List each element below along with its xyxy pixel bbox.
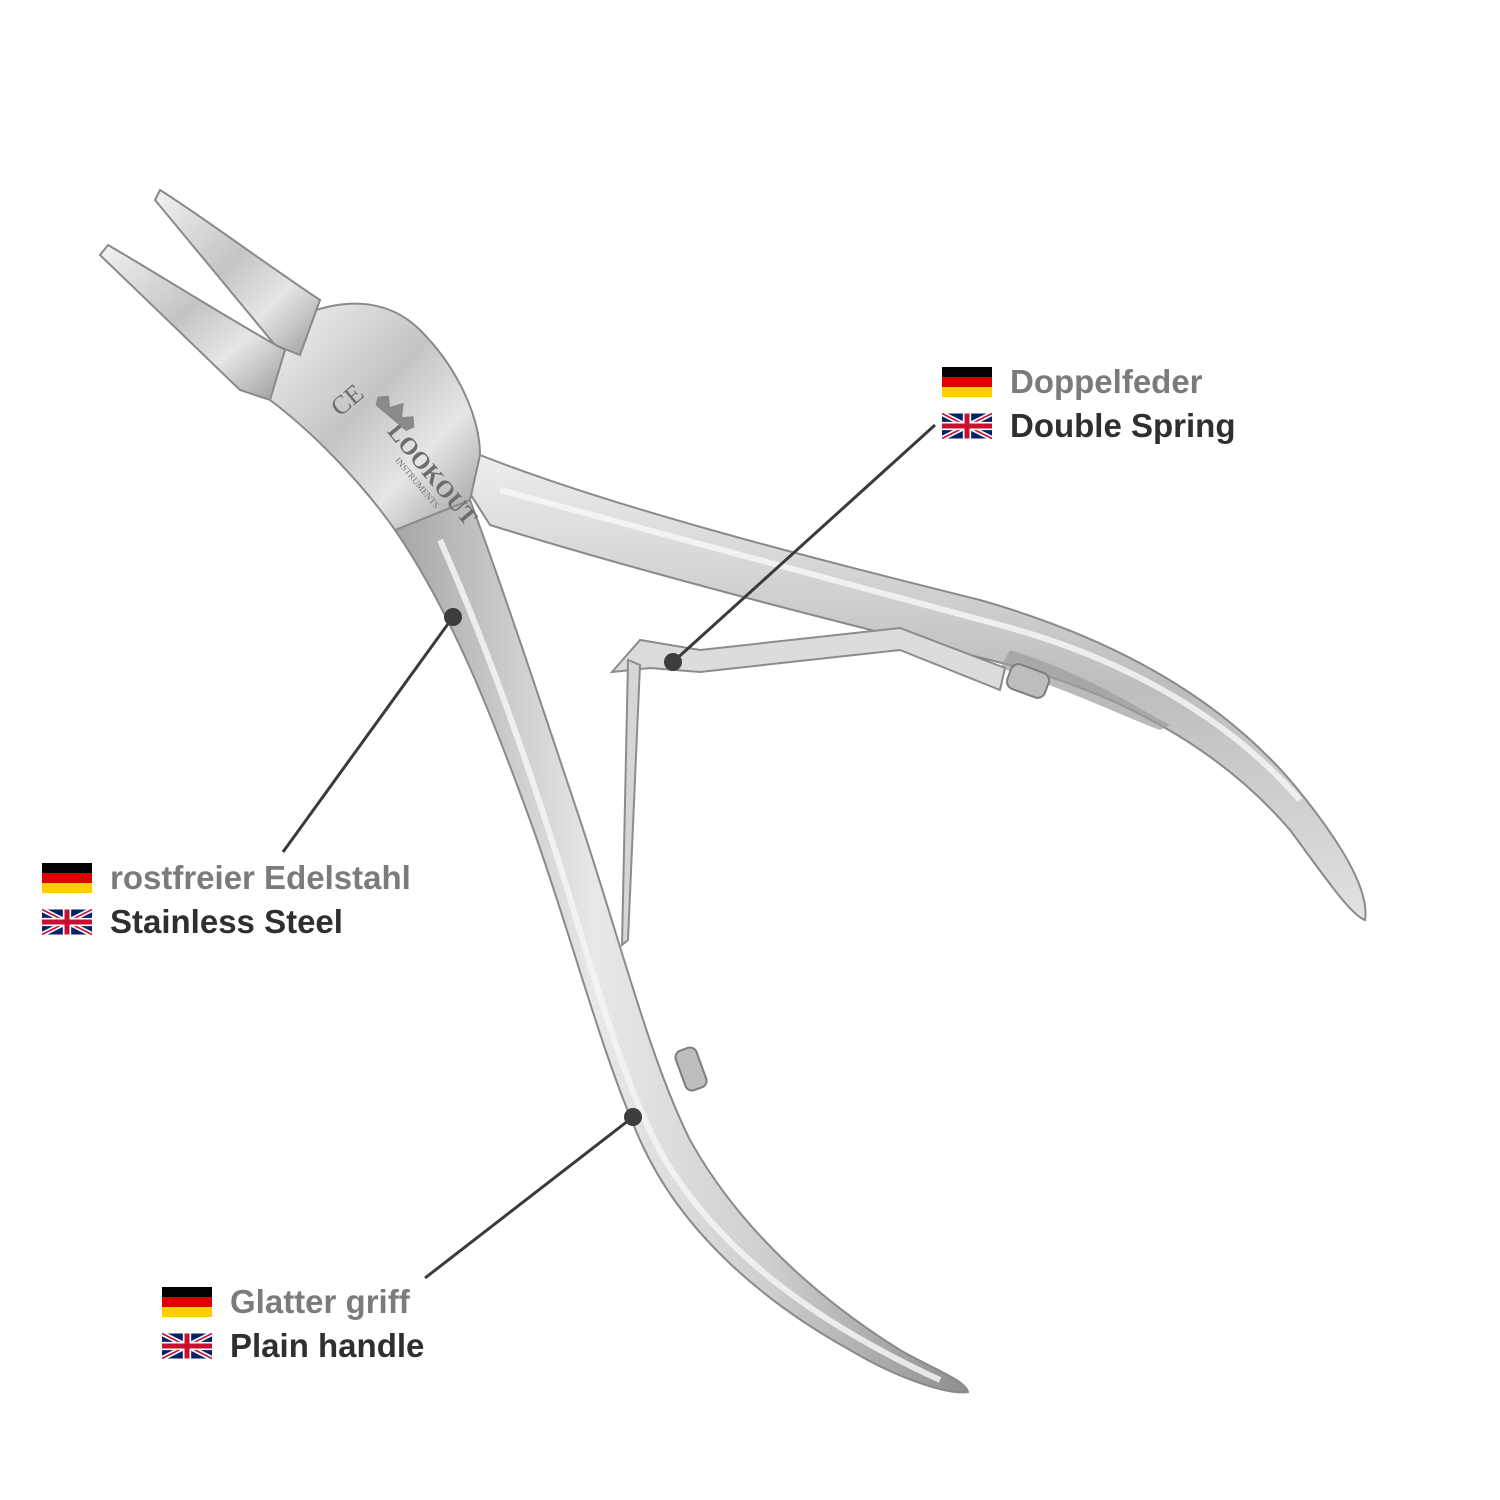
marker-dot-steel bbox=[444, 608, 462, 626]
marker-dot-handle bbox=[624, 1108, 642, 1126]
label-de-handle: Glatter griff bbox=[230, 1283, 410, 1320]
germany-flag-icon bbox=[942, 367, 992, 397]
uk-flag-icon bbox=[162, 1331, 212, 1361]
upper-jaw bbox=[153, 188, 322, 357]
uk-flag-icon bbox=[942, 411, 992, 441]
crown-icon bbox=[375, 395, 415, 431]
label-de-steel: rostfreier Edelstahl bbox=[110, 859, 411, 896]
uk-flag-icon bbox=[42, 907, 92, 937]
marker-dot-spring bbox=[664, 653, 682, 671]
callout-plain-handle: Glatter griff Plain handle bbox=[162, 1280, 424, 1368]
germany-flag-icon bbox=[42, 863, 92, 893]
lower-jaw bbox=[98, 243, 287, 402]
pliers-head bbox=[268, 302, 482, 532]
upper-handle bbox=[453, 453, 1367, 922]
leader-line-steel bbox=[281, 616, 455, 853]
lower-handle bbox=[393, 498, 970, 1394]
leader-line-handle bbox=[424, 1115, 634, 1280]
callout-stainless-steel: rostfreier Edelstahl Stainless Steel bbox=[42, 856, 411, 944]
label-en-handle: Plain handle bbox=[230, 1327, 425, 1364]
leader-line-spring bbox=[671, 423, 937, 664]
label-en-steel: Stainless Steel bbox=[110, 903, 343, 940]
label-en-spring: Double Spring bbox=[1010, 407, 1236, 444]
label-de-spring: Doppelfeder bbox=[1010, 363, 1203, 400]
callout-double-spring: Doppelfeder Double Spring bbox=[942, 360, 1236, 448]
germany-flag-icon bbox=[162, 1287, 212, 1317]
